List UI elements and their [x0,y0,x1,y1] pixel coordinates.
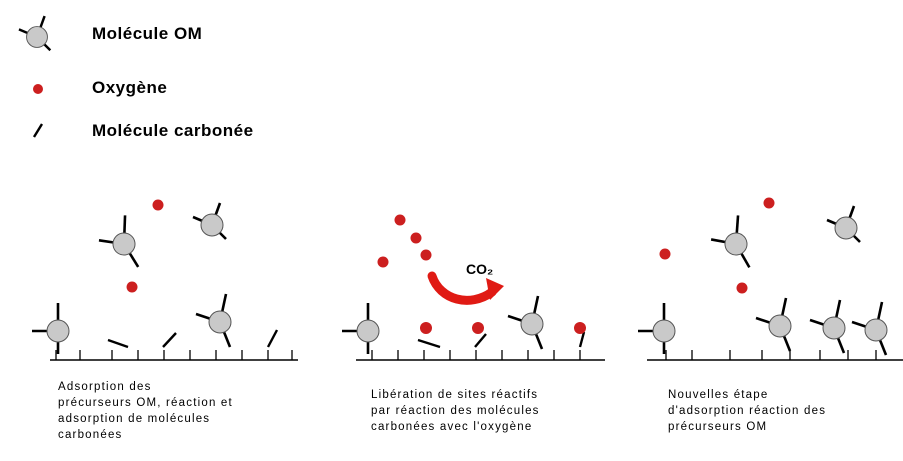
caption-line: précurseurs OM [668,419,826,435]
legend-carbon-molecule-icon [34,124,42,137]
caption-line: par réaction des molécules [371,403,540,419]
caption-line: carbonées [58,427,233,443]
caption-line: Nouvelles étape [668,387,826,403]
co2-label: CO₂ [466,261,493,277]
caption-line: adsorption de molécules [58,411,233,427]
legend-om-molecule-icon [19,16,50,50]
co2-release-arrow-icon [432,276,504,300]
panel-2-diagram [342,215,586,361]
legend-om-label: Molécule OM [92,24,202,44]
caption-line: précurseurs OM, réaction et [58,395,233,411]
legend-carbon-label: Molécule carbonée [92,121,254,141]
caption-line: d'adsorption réaction des [668,403,826,419]
caption-line: Libération de sites réactifs [371,387,540,403]
caption-line: carbonées avec l'oxygène [371,419,540,435]
panel-2-caption: Libération de sites réactifs par réactio… [371,387,540,435]
panel-3-caption: Nouvelles étape d'adsorption réaction de… [668,387,826,435]
caption-line: Adsorption des [58,379,233,395]
panel-3-diagram [638,198,887,361]
legend-oxygen-label: Oxygène [92,78,167,98]
legend-oxygen-icon [33,84,43,94]
panel-1-caption: Adsorption des précurseurs OM, réaction … [58,379,233,443]
panel-1-diagram [32,200,292,361]
